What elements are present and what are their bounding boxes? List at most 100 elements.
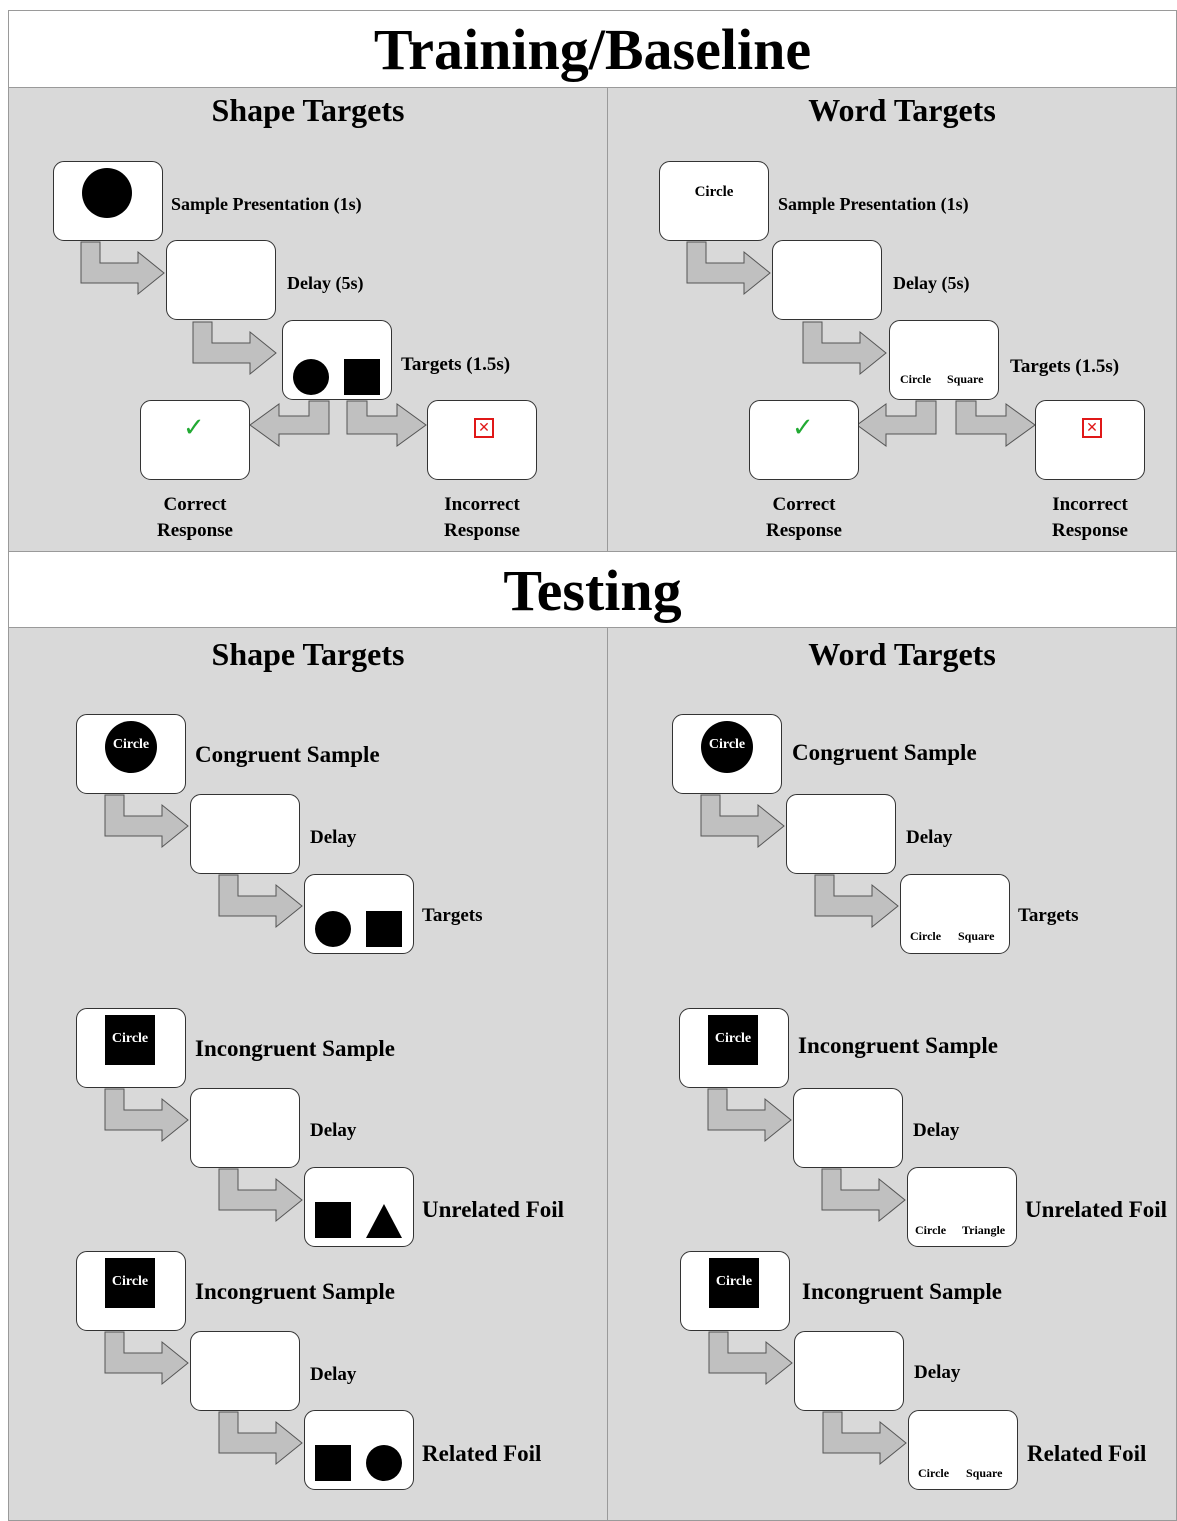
testing-header: Testing xyxy=(8,551,1177,628)
delay-screen xyxy=(794,1331,904,1411)
sample-word: Circle xyxy=(714,1031,752,1046)
arrow-left xyxy=(249,400,330,447)
targets-label: Targets xyxy=(1018,905,1079,926)
arrow xyxy=(700,794,785,849)
training-word-panel xyxy=(607,87,1177,552)
congruent-sample-label: Congruent Sample xyxy=(195,742,380,767)
square-shape xyxy=(105,1258,155,1308)
target-word-right: Square xyxy=(966,1466,1003,1480)
delay-screen xyxy=(190,794,300,874)
target-word-right: Square xyxy=(958,929,995,943)
cross-icon: ✕ xyxy=(474,418,494,438)
delay-screen xyxy=(190,1331,300,1411)
targets-screen: Circle Square xyxy=(900,874,1010,954)
arrow xyxy=(822,1411,907,1466)
targets-screen: Circle Square xyxy=(908,1410,1018,1490)
targets-screen xyxy=(304,874,414,954)
circle-shape xyxy=(701,721,753,773)
arrow xyxy=(707,1088,792,1143)
circle-shape xyxy=(105,721,157,773)
delay-label: Delay xyxy=(906,827,953,848)
circle-target xyxy=(315,911,351,947)
arrow xyxy=(218,874,303,929)
square-target xyxy=(315,1202,351,1238)
delay-label: Delay (5s) xyxy=(287,273,364,293)
square-shape xyxy=(709,1258,759,1308)
delay-label: Delay xyxy=(913,1120,960,1141)
incongruent-sample-label: Incongruent Sample xyxy=(798,1033,998,1058)
target-word-left: Circle xyxy=(910,929,942,943)
delay-screen xyxy=(772,240,882,320)
delay-screen xyxy=(793,1088,903,1168)
sample-word: Circle xyxy=(112,737,150,752)
arrow xyxy=(821,1168,906,1223)
target-word-right: Square xyxy=(947,372,984,386)
arrow xyxy=(686,241,771,296)
targets-label: Targets (1.5s) xyxy=(401,354,511,375)
incongruent-sample-label: Incongruent Sample xyxy=(195,1279,395,1304)
arrow xyxy=(802,321,887,376)
square-target xyxy=(315,1445,351,1481)
delay-label: Delay xyxy=(310,827,357,848)
arrow xyxy=(218,1168,303,1223)
targets-label: Targets (1.5s) xyxy=(1010,356,1120,377)
sample-label: Sample Presentation (1s) xyxy=(778,194,969,214)
square-target xyxy=(366,911,402,947)
target-word-left: Circle xyxy=(918,1466,950,1480)
sample-word: Circle xyxy=(694,184,734,200)
sample-screen: Circle xyxy=(659,161,769,241)
delay-label: Delay (5s) xyxy=(893,273,970,293)
checkmark-icon: ✓ xyxy=(183,413,205,443)
circle-shape xyxy=(82,168,132,218)
targets-screen xyxy=(304,1410,414,1490)
arrow xyxy=(104,1331,189,1386)
unrelated-foil-label: Unrelated Foil xyxy=(1025,1197,1168,1222)
incongruent-sample-screen: Circle xyxy=(679,1008,789,1088)
arrow xyxy=(192,321,277,376)
sample-word: Circle xyxy=(708,737,746,752)
arrow-left xyxy=(856,400,937,447)
testing-word-title: Word Targets xyxy=(808,636,996,672)
incongruent-sample-screen: Circle xyxy=(76,1008,186,1088)
targets-screen: Circle Square xyxy=(889,320,999,400)
testing-shape-title: Shape Targets xyxy=(211,636,405,672)
sample-word: Circle xyxy=(715,1274,753,1289)
arrow xyxy=(104,794,189,849)
training-word-title: Word Targets xyxy=(808,92,996,128)
congruent-sample-label: Congruent Sample xyxy=(792,740,977,765)
sample-word: Circle xyxy=(111,1031,149,1046)
targets-label: Targets xyxy=(422,905,483,926)
incorrect-screen: ✕ xyxy=(427,400,537,480)
incongruent-sample-screen: Circle xyxy=(76,1251,186,1331)
arrow xyxy=(80,241,165,296)
square-shape xyxy=(105,1015,155,1065)
target-word-left: Circle xyxy=(915,1223,947,1237)
square-target xyxy=(344,359,380,395)
circle-target xyxy=(366,1445,402,1481)
training-shape-title: Shape Targets xyxy=(211,92,405,128)
checkmark-icon: ✓ xyxy=(792,413,814,443)
delay-label: Delay xyxy=(310,1120,357,1141)
delay-label: Delay xyxy=(914,1362,961,1383)
cross-icon: ✕ xyxy=(1082,418,1102,438)
related-foil-label: Related Foil xyxy=(422,1441,542,1466)
incongruent-sample-screen: Circle xyxy=(680,1251,790,1331)
incongruent-sample-label: Incongruent Sample xyxy=(195,1036,395,1061)
target-word-left: Circle xyxy=(900,372,932,386)
sample-label: Sample Presentation (1s) xyxy=(171,194,362,214)
delay-screen xyxy=(166,240,276,320)
square-shape xyxy=(708,1015,758,1065)
targets-screen xyxy=(304,1167,414,1247)
sample-screen xyxy=(53,161,163,241)
circle-target xyxy=(293,359,329,395)
targets-screen xyxy=(282,320,392,400)
unrelated-foil-label: Unrelated Foil xyxy=(422,1197,565,1222)
related-foil-label: Related Foil xyxy=(1027,1441,1147,1466)
arrow xyxy=(218,1411,303,1466)
incongruent-sample-label: Incongruent Sample xyxy=(802,1279,1002,1304)
arrow-right xyxy=(346,400,427,447)
